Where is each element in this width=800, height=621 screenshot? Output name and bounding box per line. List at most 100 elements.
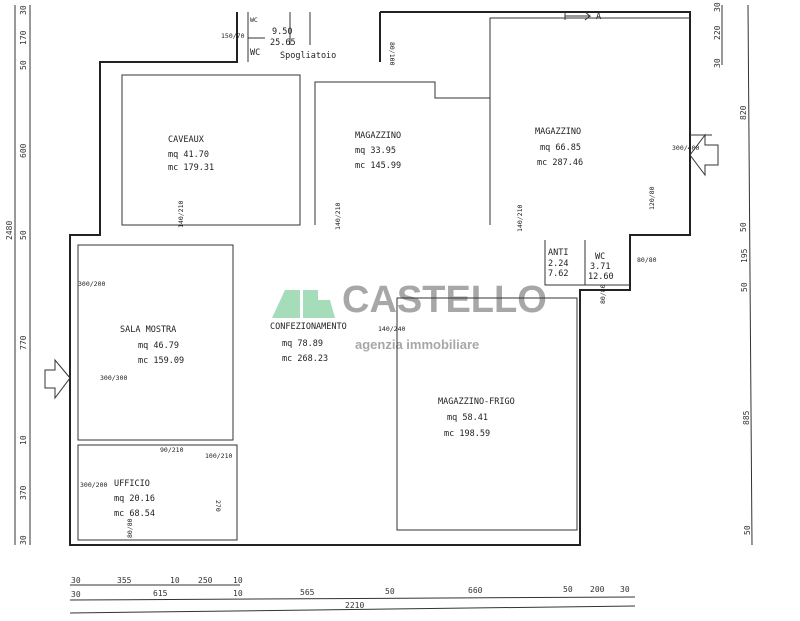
label: mq 20.16 xyxy=(114,494,155,504)
label: 80/80 xyxy=(637,256,657,264)
watermark-logo: CASTELLO agenzia immobiliare xyxy=(272,279,547,352)
label: 140/210 xyxy=(177,201,185,228)
label: 80/80 xyxy=(126,518,134,538)
label: mc 179.31 xyxy=(168,163,214,173)
watermark-subtitle: agenzia immobiliare xyxy=(355,337,479,352)
label: 10 xyxy=(19,435,28,445)
room-name: Spogliatoio xyxy=(280,51,336,61)
label: 885 xyxy=(742,410,751,425)
section-marker-icon xyxy=(564,11,592,21)
label: 660 xyxy=(468,586,483,595)
label: 140/210 xyxy=(516,205,524,232)
label: MAGAZZINO-FRIGO xyxy=(438,397,515,407)
label: 170 xyxy=(19,30,28,45)
room-magazzino-1: MAGAZZINO mq 33.95 mc 145.99 xyxy=(355,131,401,171)
label: 355 xyxy=(117,576,132,585)
room-wc: WC 3.71 12.60 xyxy=(588,252,614,282)
door-sizes: 140/210 140/210 140/210 120/80 80/80 80/… xyxy=(78,144,699,538)
label: 820 xyxy=(739,105,748,120)
room-anti: ANTI 2.24 7.62 xyxy=(548,248,568,279)
label: 370 xyxy=(19,485,28,500)
label: 7.62 xyxy=(548,269,568,279)
label: 30 xyxy=(71,576,81,585)
label: 220 xyxy=(713,25,722,40)
label: 200 xyxy=(590,585,605,594)
label: mq 66.85 xyxy=(540,143,581,153)
label: 195 xyxy=(740,248,749,263)
label: mc 68.54 xyxy=(114,509,155,519)
watermark-brand: CASTELLO xyxy=(342,279,547,321)
label: 300/200 xyxy=(78,280,105,288)
label: 250 xyxy=(198,576,213,585)
section-marker: A xyxy=(596,12,601,22)
room-volume: 25.65 xyxy=(270,38,296,48)
label: mc 268.23 xyxy=(282,354,328,364)
label: CAVEAUX xyxy=(168,135,205,145)
label: mc 198.59 xyxy=(444,429,490,439)
room-area: 9.50 xyxy=(272,27,292,37)
label: 140/240 xyxy=(378,325,405,333)
label: MAGAZZINO xyxy=(355,131,401,141)
label: 30 xyxy=(713,58,722,68)
label: SALA MOSTRA xyxy=(120,325,176,335)
wc-label: WC xyxy=(250,16,258,24)
label: 10 xyxy=(233,589,243,598)
dimensions-bottom: 30 355 10 250 10 30 615 10 565 50 660 50… xyxy=(69,576,636,614)
label: 90/210 xyxy=(160,446,184,454)
room-caveaux: CAVEAUX mq 41.70 mc 179.31 xyxy=(168,135,214,173)
label: 30 xyxy=(713,2,722,12)
label: mc 145.99 xyxy=(355,161,401,171)
label: 50 xyxy=(563,585,573,594)
label: 140/210 xyxy=(334,203,342,230)
door-size: 150/70 xyxy=(221,32,245,40)
room-ufficio: UFFICIO mq 20.16 mc 68.54 xyxy=(114,479,155,519)
label: mq 46.79 xyxy=(138,341,179,351)
label: 30 xyxy=(620,585,630,594)
label: 30 xyxy=(71,590,81,599)
label: 565 xyxy=(300,588,315,597)
label: mq 41.70 xyxy=(168,150,209,160)
label: UFFICIO xyxy=(114,479,150,489)
room-magazzino-frigo: MAGAZZINO-FRIGO mq 58.41 mc 198.59 xyxy=(438,397,515,439)
label: 3.71 xyxy=(590,262,610,272)
door-size: 80/100 xyxy=(388,42,396,66)
label: 615 xyxy=(153,589,168,598)
label: 300/300 xyxy=(100,374,127,382)
label: ANTI xyxy=(548,248,568,258)
room-magazzino-2: MAGAZZINO mq 66.85 mc 287.46 xyxy=(535,127,583,168)
label: 50 xyxy=(743,525,752,535)
label: 10 xyxy=(170,576,180,585)
label: WC xyxy=(595,252,605,262)
label: mc 287.46 xyxy=(537,158,583,168)
label: 80/80 xyxy=(599,284,607,304)
label: 2210 xyxy=(345,601,364,610)
label: 2.24 xyxy=(548,259,568,269)
label: mq 58.41 xyxy=(447,413,488,423)
room-confezionamento: CONFEZIONAMENTO mq 78.89 mc 268.23 xyxy=(270,322,347,364)
label: CONFEZIONAMENTO xyxy=(270,322,347,332)
label: mc 159.09 xyxy=(138,356,184,366)
dimensions-right: 30 220 30 820 50 195 50 885 50 xyxy=(713,2,753,546)
spogliatoio-block: WC WC 9.50 25.65 Spogliatoio 150/70 80/1… xyxy=(221,16,396,66)
label: 10 xyxy=(233,576,243,585)
label: mq 78.89 xyxy=(282,339,323,349)
label: 770 xyxy=(19,335,28,350)
label: mq 33.95 xyxy=(355,146,396,156)
label: 50 xyxy=(739,222,748,232)
entrance-arrow-icon xyxy=(689,133,719,177)
label: 270 xyxy=(214,500,222,512)
label: 50 xyxy=(385,587,395,596)
label: 300/400 xyxy=(672,144,699,152)
walls xyxy=(69,11,712,546)
label: 300/200 xyxy=(80,481,107,489)
label: MAGAZZINO xyxy=(535,127,581,137)
label: 120/80 xyxy=(648,186,656,210)
dimensions-left: 30 170 50 600 50 770 10 370 30 2480 xyxy=(5,5,31,545)
label: 50 xyxy=(19,60,28,70)
label: 12.60 xyxy=(588,272,614,282)
entrance-arrow-icon xyxy=(44,358,71,400)
label: 50 xyxy=(19,230,28,240)
label: 100/210 xyxy=(205,452,232,460)
label: 30 xyxy=(19,535,28,545)
label: 600 xyxy=(19,143,28,158)
